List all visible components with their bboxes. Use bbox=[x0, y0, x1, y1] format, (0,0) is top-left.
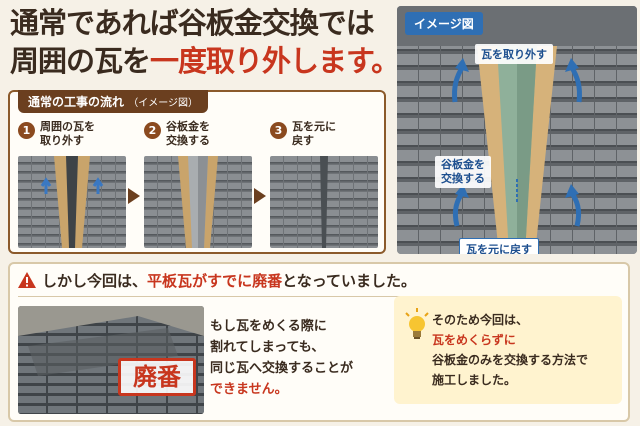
warning-heading: しかし今回は、平板瓦がすでに廃番となっていました。 bbox=[18, 270, 416, 296]
headline-line-2-accent: 一度取り外します。 bbox=[150, 44, 400, 78]
warning-icon bbox=[18, 272, 36, 288]
valley-diagram: イメージ図 瓦を取り外す 谷板金を 交換する 瓦を元に戻す bbox=[397, 6, 637, 254]
warning-body-line-1: もし瓦をめくる際に bbox=[210, 319, 327, 334]
discontinued-stamp: 廃番 bbox=[118, 358, 196, 396]
normal-flow-panel: 通常の工事の流れ （イメージ図） 1 周囲の瓦を 取り外す bbox=[8, 90, 386, 254]
flow-arrow-icon bbox=[128, 188, 140, 204]
warning-body: もし瓦をめくる際に 割れてしまっても、 同じ瓦へ交換することが できません。 bbox=[210, 316, 390, 400]
return-tiles-label: 瓦を元に戻す bbox=[459, 238, 539, 254]
headline-line-2: 周囲の瓦を一度取り外します。 bbox=[10, 42, 400, 80]
solution-line-1: そのため今回は、 bbox=[432, 313, 529, 327]
solution-panel: そのため今回は、 瓦をめくらずに 谷板金のみを交換する方法で 施工しました。 bbox=[394, 296, 622, 404]
step-label: 周囲の瓦を 取り外す bbox=[40, 120, 95, 147]
divider bbox=[18, 296, 458, 297]
step-label: 谷板金を 交換する bbox=[166, 120, 210, 147]
flow-step-2: 2 谷板金を 交換する bbox=[144, 120, 252, 248]
step-number: 1 bbox=[18, 122, 35, 139]
flow-tab-title: 通常の工事の流れ bbox=[28, 95, 125, 109]
up-arrow-icon bbox=[40, 177, 52, 194]
up-arrow-icon bbox=[92, 177, 104, 194]
warning-suffix: となっていました。 bbox=[282, 272, 416, 290]
flow-step-3: 3 瓦を元に 戻す bbox=[270, 120, 378, 248]
solution-line-2: 瓦をめくらずに bbox=[432, 333, 516, 347]
flow-tab: 通常の工事の流れ （イメージ図） bbox=[18, 90, 209, 113]
replace-valley-label: 谷板金を 交換する bbox=[435, 156, 491, 188]
solution-line-4: 施工しました。 bbox=[432, 373, 517, 387]
lightbulb-icon bbox=[405, 308, 429, 339]
headline-line-1: 通常であれば谷板金交換では bbox=[10, 6, 375, 40]
headline: 通常であれば谷板金交換では 周囲の瓦を一度取り外します。 bbox=[10, 4, 400, 80]
stacked-tiles-photo bbox=[18, 306, 204, 414]
warning-prefix: しかし今回は、 bbox=[42, 272, 148, 290]
diagram-tag: イメージ図 bbox=[405, 12, 483, 35]
step-3-photo bbox=[270, 156, 378, 248]
flow-arrow-icon bbox=[254, 188, 266, 204]
step-number: 3 bbox=[270, 122, 287, 139]
solution-text: そのため今回は、 瓦をめくらずに 谷板金のみを交換する方法で 施工しました。 bbox=[432, 310, 618, 390]
step-label: 瓦を元に 戻す bbox=[292, 120, 336, 147]
headline-line-2-text: 周囲の瓦を bbox=[10, 44, 151, 78]
solution-line-3: 谷板金のみを交換する方法で bbox=[432, 353, 589, 367]
flow-tab-sub: （イメージ図） bbox=[128, 98, 199, 109]
remove-tiles-label: 瓦を取り外す bbox=[475, 44, 553, 64]
step-1-photo bbox=[18, 156, 126, 248]
step-2-photo bbox=[144, 156, 252, 248]
warning-highlight: 平板瓦がすでに廃番 bbox=[147, 272, 283, 290]
warning-body-line-2: 割れてしまっても、 bbox=[210, 340, 325, 355]
warning-body-line-3: 同じ瓦へ交換することが bbox=[210, 361, 354, 376]
warning-body-line-4: できません。 bbox=[210, 382, 288, 397]
step-number: 2 bbox=[144, 122, 161, 139]
flow-step-1: 1 周囲の瓦を 取り外す bbox=[18, 120, 126, 248]
